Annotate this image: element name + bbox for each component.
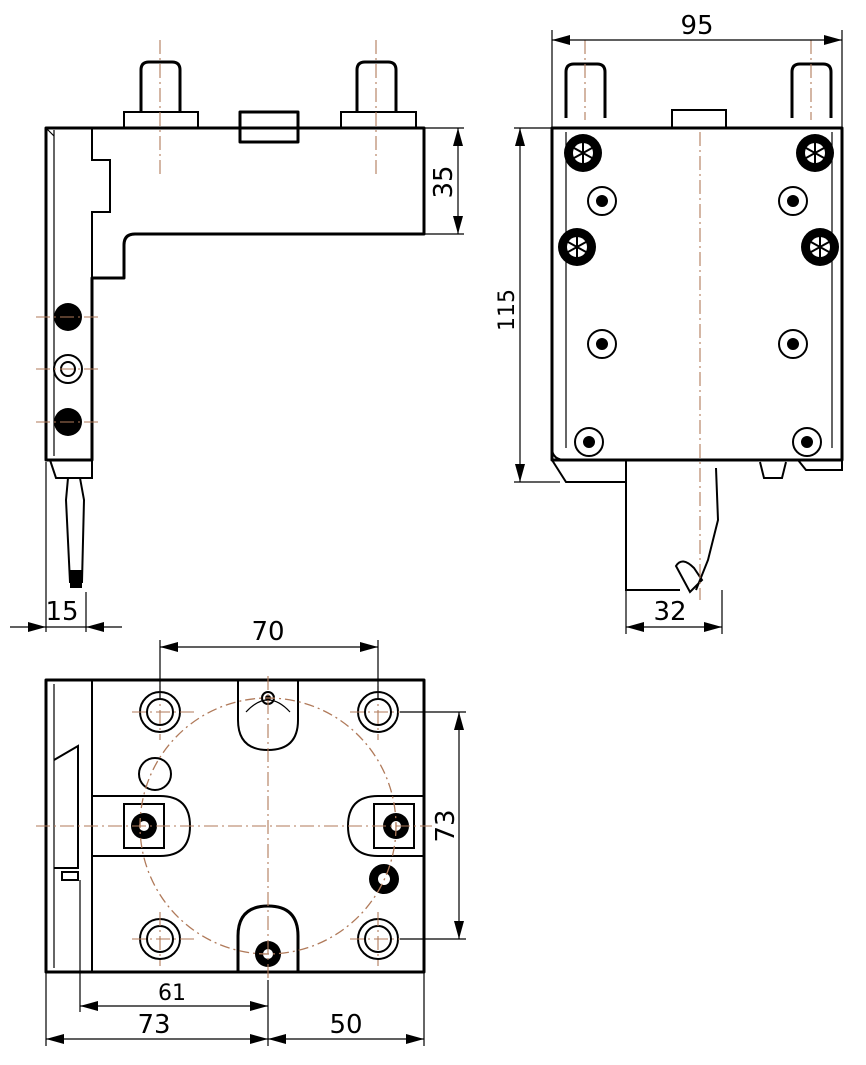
dimension-61: 61 bbox=[79, 880, 268, 1012]
front-view bbox=[550, 40, 844, 600]
dimension-50: 50 bbox=[268, 972, 425, 1046]
dimension-115: 115 bbox=[495, 127, 560, 483]
dimension-32-label: 32 bbox=[653, 597, 686, 627]
hex-screw-mid-right bbox=[801, 228, 839, 266]
hex-screw-top-right bbox=[796, 134, 834, 172]
hex-screw-mid-left bbox=[558, 228, 596, 266]
bottom-view bbox=[36, 676, 432, 980]
dimension-115-label: 115 bbox=[495, 289, 520, 331]
dimension-61-label: 61 bbox=[158, 981, 186, 1006]
dimension-73: 73 bbox=[45, 972, 269, 1046]
dimension-32: 32 bbox=[625, 590, 723, 634]
dimension-95: 95 bbox=[551, 11, 843, 128]
dimension-35: 35 bbox=[424, 127, 464, 235]
dimension-15: 15 bbox=[10, 462, 122, 632]
dimension-73-vertical: 73 bbox=[400, 711, 466, 940]
dimension-70-label: 70 bbox=[251, 617, 284, 647]
dimension-95-label: 95 bbox=[680, 11, 713, 41]
dimension-73-vertical-label: 73 bbox=[431, 809, 461, 842]
side-view bbox=[36, 40, 426, 588]
dimension-70: 70 bbox=[159, 617, 379, 700]
dimension-73-label: 73 bbox=[137, 1010, 170, 1040]
dimension-50-label: 50 bbox=[329, 1010, 362, 1040]
dimension-35-label: 35 bbox=[429, 165, 459, 198]
dimension-15-label: 15 bbox=[45, 597, 78, 627]
hex-screw-top-left bbox=[564, 134, 602, 172]
